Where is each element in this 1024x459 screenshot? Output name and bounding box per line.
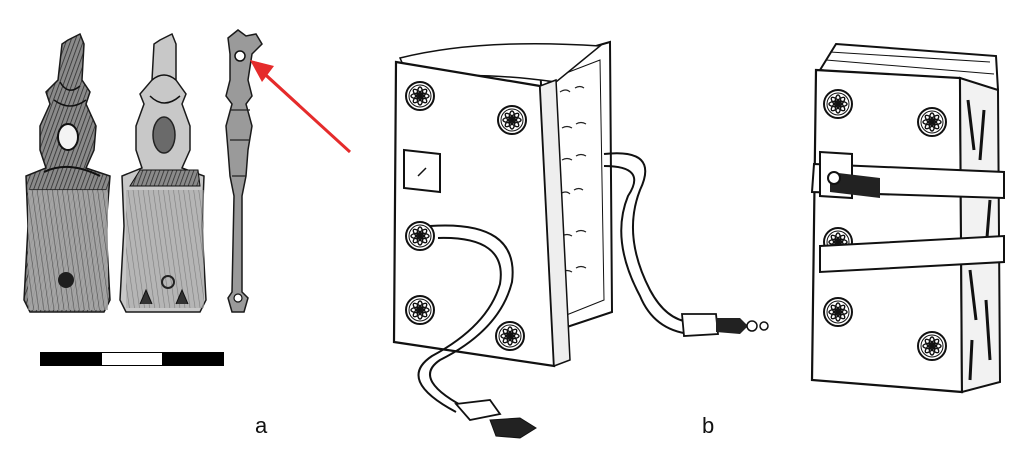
panel-label-b: b — [702, 413, 715, 438]
open-book — [392, 40, 769, 439]
clasp-back-view — [119, 32, 207, 313]
book-spine-texture — [966, 99, 992, 381]
closed-book — [810, 42, 1005, 394]
panel-label-a: a — [255, 413, 268, 438]
scale-segment — [41, 353, 102, 365]
scale-segment — [162, 353, 224, 365]
book-drawings — [392, 40, 1005, 439]
panel-b-book-reconstructions — [300, 0, 1024, 459]
clasp-strap-icon — [454, 399, 502, 421]
panel-a-clasp-views — [0, 0, 300, 459]
red-arrow-overlay — [250, 60, 352, 154]
clasp-side-view — [225, 29, 263, 313]
clasp-drawings — [23, 29, 300, 313]
clasp-front-view — [23, 32, 111, 313]
scale-segment — [101, 353, 163, 365]
scale-bar — [40, 352, 224, 366]
